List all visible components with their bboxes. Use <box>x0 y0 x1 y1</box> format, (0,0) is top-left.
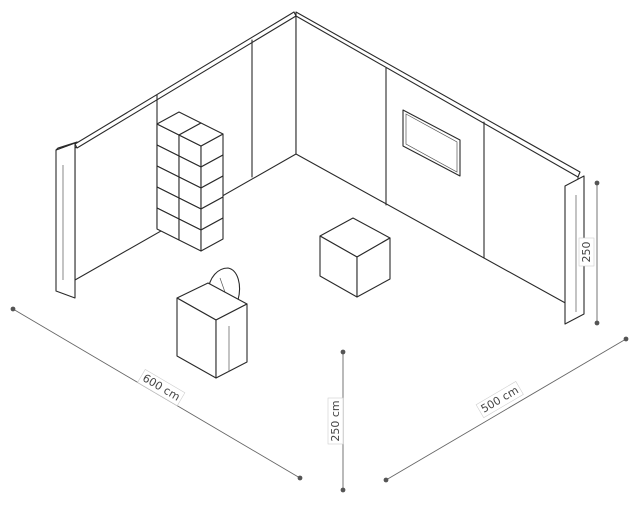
depth-dimension: 500 cm <box>383 336 629 483</box>
right-end-panel <box>564 175 585 325</box>
left-end-panel <box>55 141 78 299</box>
cube-stool <box>319 217 391 298</box>
shelf-cube-side <box>200 217 224 252</box>
height-dimension: 250 cm <box>327 349 346 493</box>
wall-height-dimension: 250 <box>578 180 600 326</box>
width-dimension: 600 cm <box>10 306 303 481</box>
wall-monitor <box>402 109 461 177</box>
shelf-cube-top <box>178 122 224 147</box>
shelf-unit <box>156 111 224 252</box>
height-dimension-label: 250 cm <box>329 400 342 441</box>
reception-counter <box>176 267 248 379</box>
wall-height-dimension-label: 250 <box>580 242 593 263</box>
